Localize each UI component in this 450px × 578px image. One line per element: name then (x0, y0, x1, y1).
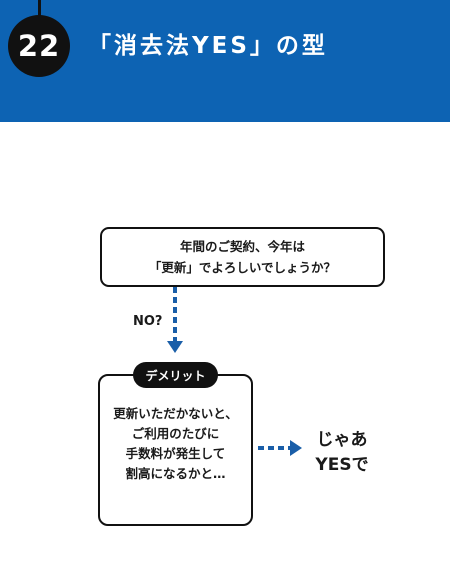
result-text: じゃあ YESで (309, 428, 375, 478)
badge-connector-line (38, 0, 41, 16)
demerit-line-4: 割高になるかと… (125, 466, 226, 481)
demerit-line-2: ご利用のたびに (131, 426, 220, 441)
chapter-number-badge: 22 (8, 15, 70, 77)
header-banner (0, 0, 450, 122)
demerit-tag: デメリット (133, 362, 218, 388)
chapter-number: 22 (17, 29, 61, 63)
demerit-line-1: 更新いただかないと、 (113, 406, 238, 421)
result-line-1: じゃあ (316, 430, 368, 450)
demerit-line-3: 手数料が発生して (125, 446, 226, 461)
question-box: 年間のご契約、今年は 「更新」でよろしいでしょうか？ (100, 227, 385, 287)
branch-label: NO? (133, 314, 163, 329)
demerit-text: 更新いただかないと、 ご利用のたびに 手数料が発生して 割高になるかと… (98, 404, 253, 484)
page-title: 「消去法YES」の型 (88, 33, 328, 59)
down-arrow-head (167, 341, 183, 353)
right-arrow-head (290, 440, 302, 456)
result-line-2: YESで (315, 455, 369, 475)
question-line-1: 年間のご契約、今年は (179, 239, 305, 254)
question-line-2: 「更新」でよろしいでしょうか？ (148, 260, 337, 275)
